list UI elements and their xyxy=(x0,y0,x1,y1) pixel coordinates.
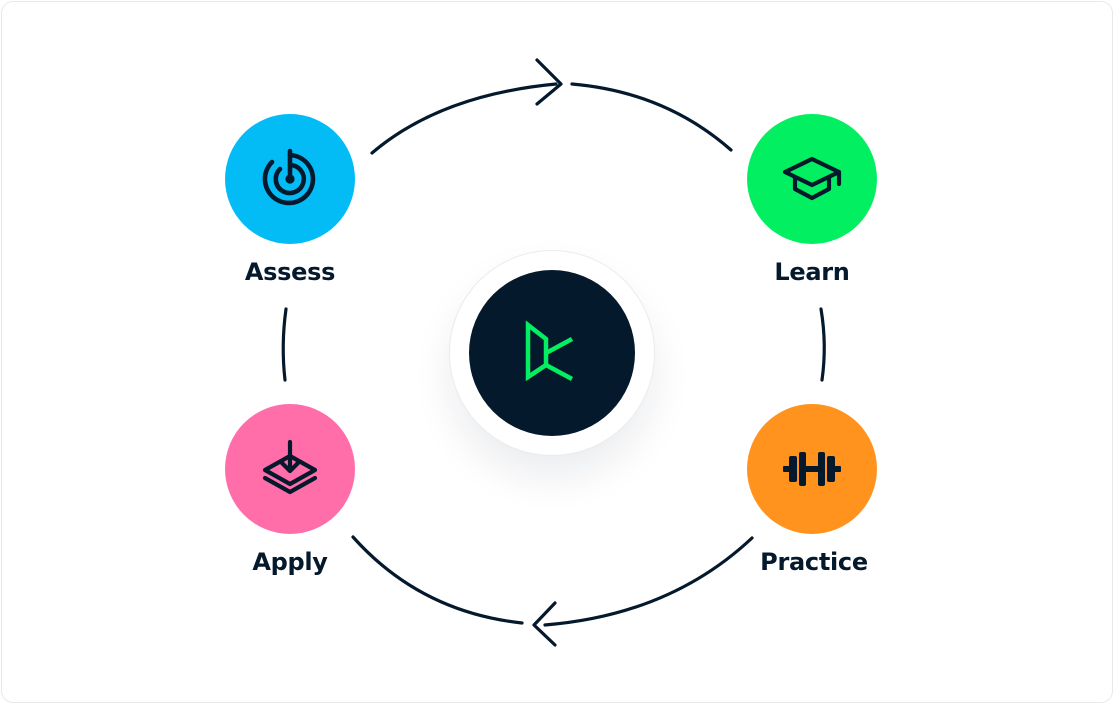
connector-top-right xyxy=(570,82,733,152)
step-apply-circle xyxy=(225,404,355,534)
step-assess-circle xyxy=(225,114,355,244)
arrowhead-right-icon xyxy=(535,58,563,106)
radar-target-icon xyxy=(262,148,316,206)
layers-download-icon xyxy=(262,439,318,495)
connector-left xyxy=(281,307,288,382)
arrowhead-left-icon xyxy=(532,601,557,647)
connector-top-left xyxy=(370,82,558,155)
step-practice-circle xyxy=(747,404,877,534)
dumbbell-icon xyxy=(783,452,841,486)
step-learn-label: Learn xyxy=(774,258,850,286)
graduation-cap-icon xyxy=(782,156,842,201)
step-assess-label: Assess xyxy=(244,258,336,286)
center-logo-badge xyxy=(469,270,635,436)
step-learn-circle xyxy=(747,114,877,244)
step-apply-label: Apply xyxy=(252,548,328,576)
connector-right xyxy=(819,307,826,382)
connector-bottom-right xyxy=(543,536,754,627)
datacamp-logo-icon xyxy=(525,320,574,382)
step-practice-label: Practice xyxy=(760,548,868,576)
connector-bottom-left xyxy=(351,535,524,625)
